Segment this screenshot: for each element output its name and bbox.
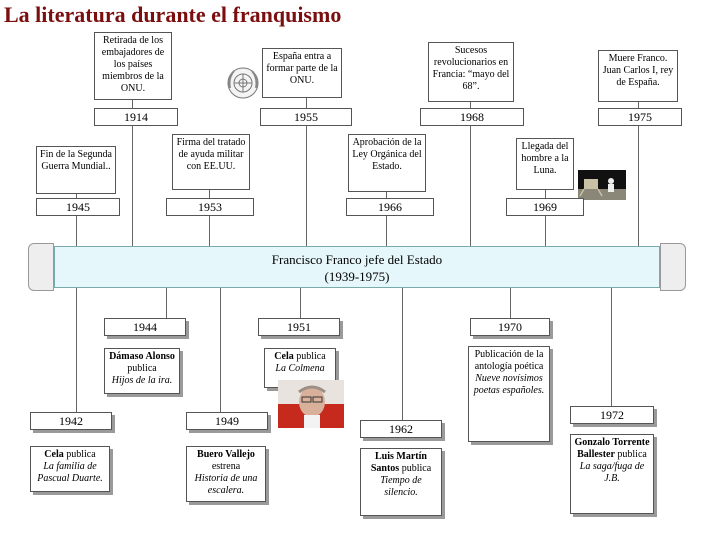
year-1970: 1970 bbox=[470, 318, 550, 336]
year-1914: 1914 bbox=[94, 108, 178, 126]
cela-portrait-photo bbox=[278, 380, 344, 428]
year-1972: 1972 bbox=[570, 406, 654, 424]
connector-line bbox=[76, 288, 77, 412]
year-1949: 1949 bbox=[186, 412, 268, 430]
timeline-bar-left-cap bbox=[28, 243, 54, 291]
event-damaso-alonso: Dámaso Alonso publica Hijos de la ira. bbox=[104, 348, 180, 394]
event-onu-entra: España entra a formar parte de la ONU. bbox=[262, 48, 342, 98]
bar-line-1: Francisco Franco jefe del Estado bbox=[271, 252, 443, 267]
connector-line bbox=[220, 288, 221, 412]
page-title: La literatura durante el franquismo bbox=[4, 2, 342, 27]
year-1968: 1968 bbox=[420, 108, 524, 126]
year-1945: 1945 bbox=[36, 198, 120, 216]
event-ley-organica: Aprobación de la Ley Orgánica del Estado… bbox=[348, 134, 426, 192]
connector-line bbox=[611, 288, 612, 406]
event-franco-muere: Muere Franco. Juan Carlos I, rey de Espa… bbox=[598, 50, 678, 102]
year-1962: 1962 bbox=[360, 420, 442, 438]
connector-line bbox=[470, 102, 471, 246]
event-buero-vallejo: Buero Vallejo estrena Historia de una es… bbox=[186, 446, 266, 502]
franco-timeline-bar: Francisco Franco jefe del Estado (1939-1… bbox=[54, 246, 660, 288]
year-1944: 1944 bbox=[104, 318, 186, 336]
connector-line bbox=[209, 190, 210, 246]
connector-line bbox=[132, 100, 133, 246]
year-1969: 1969 bbox=[506, 198, 584, 216]
connector-line bbox=[76, 194, 77, 246]
moon-landing-photo bbox=[578, 170, 626, 200]
connector-line bbox=[306, 98, 307, 246]
onu-emblem-icon bbox=[226, 66, 260, 100]
event-cela-pascual-duarte: Cela publica La familia de Pascual Duart… bbox=[30, 446, 110, 492]
event-torrente-ballester: Gonzalo Torrente Ballester publica La sa… bbox=[570, 434, 654, 514]
year-1951: 1951 bbox=[258, 318, 340, 336]
timeline-bar-right-cap bbox=[660, 243, 686, 291]
bar-line-2: (1939-1975) bbox=[324, 269, 390, 284]
event-martin-santos: Luis Martín Santos publica Tiempo de sil… bbox=[360, 448, 442, 516]
connector-line bbox=[166, 288, 167, 318]
event-novisimos: Publicación de la antología poética Nuev… bbox=[468, 346, 550, 442]
year-1942: 1942 bbox=[30, 412, 112, 430]
connector-line bbox=[300, 288, 301, 318]
event-llegada-luna: Llegada del hombre a la Luna. bbox=[516, 138, 574, 190]
connector-line bbox=[386, 192, 387, 246]
event-onu-retirada: Retirada de los embajadores de los paíse… bbox=[94, 32, 172, 100]
event-mayo-68: Sucesos revolucionarios en Francia: “may… bbox=[428, 42, 514, 102]
year-1955: 1955 bbox=[260, 108, 352, 126]
event-tratado-eeuu: Firma del tratado de ayuda militar con E… bbox=[172, 134, 250, 190]
connector-line bbox=[545, 190, 546, 246]
connector-line bbox=[402, 288, 403, 420]
year-1975: 1975 bbox=[598, 108, 682, 126]
connector-line bbox=[510, 288, 511, 318]
year-1953: 1953 bbox=[166, 198, 254, 216]
year-1966: 1966 bbox=[346, 198, 434, 216]
connector-line bbox=[638, 102, 639, 246]
event-fin-guerra: Fin de la Segunda Guerra Mundial.. bbox=[36, 146, 116, 194]
